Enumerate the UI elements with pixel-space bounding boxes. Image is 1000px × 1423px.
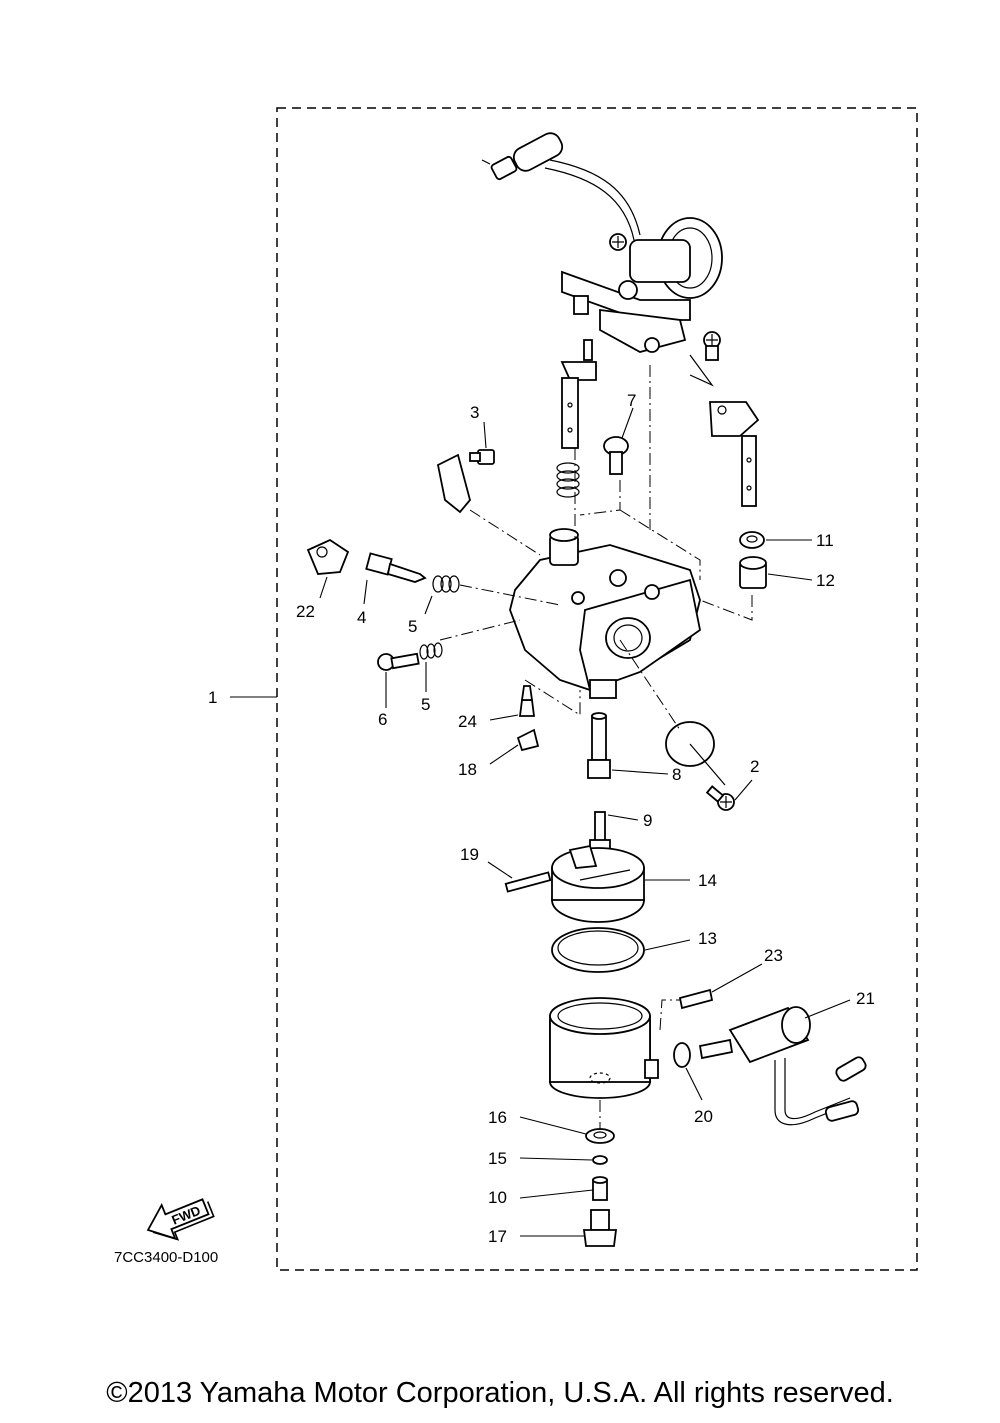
callout-11: 11 <box>816 531 834 550</box>
part-2-plate <box>665 721 726 786</box>
callout-2: 2 <box>750 757 759 776</box>
part-4-pilot-screw <box>365 552 427 583</box>
part-11-washer <box>739 531 765 549</box>
callout-21: 21 <box>856 989 875 1008</box>
part-14-float <box>551 844 645 923</box>
choke-diaphragm-assembly <box>481 132 723 361</box>
part-17-bolt <box>582 1209 618 1247</box>
fwd-arrow-icon: FWD <box>146 1198 215 1241</box>
part-19-pin <box>504 871 552 893</box>
callout-labels: 1 2 3 4 5 5 6 7 8 9 10 11 12 13 14 15 16… <box>208 391 875 1246</box>
part-12-collar <box>739 556 767 589</box>
part-16-gasket <box>585 1128 615 1144</box>
callout-4: 4 <box>357 608 366 627</box>
callout-20: 20 <box>694 1107 713 1126</box>
part-24-needle <box>518 685 536 717</box>
callout-7: 7 <box>627 391 636 410</box>
part-22-cap <box>306 538 350 575</box>
part-20-washer <box>673 1042 691 1068</box>
callout-13: 13 <box>698 929 717 948</box>
part-5-spring-lower <box>419 642 443 660</box>
callout-17: 17 <box>488 1227 507 1246</box>
callout-1: 1 <box>208 688 217 707</box>
part-23-screw <box>678 988 714 1010</box>
copyright-notice: ©2013 Yamaha Motor Corporation, U.S.A. A… <box>106 1377 894 1409</box>
callout-9: 9 <box>643 811 652 830</box>
assembly-boundary <box>276 107 918 1271</box>
part-15-oring <box>592 1155 608 1165</box>
leader-lines <box>230 407 851 1237</box>
callout-8: 8 <box>672 765 681 784</box>
callout-22: 22 <box>296 602 315 621</box>
assembly-lines <box>439 365 753 1130</box>
part-6-screw <box>377 652 420 671</box>
carburetor-body <box>509 528 701 699</box>
part-7-screw <box>603 436 629 475</box>
part-5-spring-upper <box>432 575 460 593</box>
diagram-code: 7CC3400-D100 <box>114 1249 218 1266</box>
callout-15: 15 <box>488 1149 507 1168</box>
part-3-screw <box>469 449 495 465</box>
callout-3: 3 <box>470 403 479 422</box>
part-9-jet <box>589 811 611 851</box>
float-bowl <box>549 997 659 1099</box>
part-18-clip <box>516 728 540 752</box>
part-10-jet <box>592 1176 608 1201</box>
throttle-spring <box>556 462 580 498</box>
part-2-screw <box>705 785 735 811</box>
callout-5-upper: 5 <box>408 617 417 636</box>
throttle-shaft <box>560 339 597 449</box>
part-8-nozzle <box>587 712 611 779</box>
callout-23: 23 <box>764 946 783 965</box>
throttle-plate <box>436 453 471 514</box>
callout-14: 14 <box>698 871 717 890</box>
part-13-gasket <box>551 927 645 973</box>
callout-5-lower: 5 <box>421 695 430 714</box>
callout-10: 10 <box>488 1188 507 1207</box>
choke-shaft <box>709 401 760 507</box>
callout-18: 18 <box>458 760 477 779</box>
callout-6: 6 <box>378 710 387 729</box>
callout-12: 12 <box>816 571 835 590</box>
callout-16: 16 <box>488 1108 507 1127</box>
callout-24: 24 <box>458 712 477 731</box>
callout-19: 19 <box>460 845 479 864</box>
part-21-solenoid <box>698 1006 867 1126</box>
